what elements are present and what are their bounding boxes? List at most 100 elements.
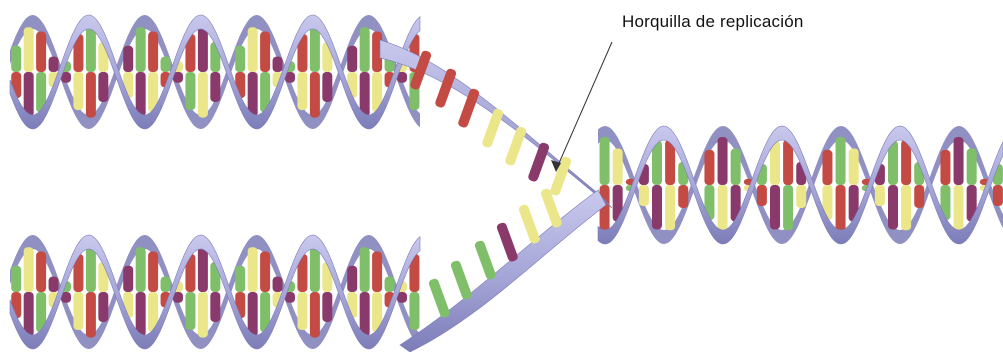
- base-pair-top: [148, 32, 158, 72]
- base-pair-bottom: [297, 292, 307, 330]
- base-pair-top: [136, 247, 146, 292]
- free-nucleotide: [481, 108, 504, 149]
- base-pair-bottom: [757, 185, 767, 206]
- base-pair-bottom: [836, 185, 846, 233]
- base-pair-top: [123, 46, 133, 72]
- base-pair-top: [372, 252, 382, 292]
- base-pair-bottom: [98, 292, 108, 322]
- free-nucleotide: [504, 126, 527, 167]
- base-pair-bottom: [409, 292, 419, 330]
- base-pair-top: [967, 148, 977, 185]
- base-pair-top: [198, 246, 208, 292]
- base-pair-top: [136, 27, 146, 72]
- unwound-strand-bottom: [400, 190, 606, 352]
- base-pair-bottom: [875, 185, 885, 206]
- unreplicated-helix: [598, 126, 1003, 244]
- base-pair-top: [822, 150, 832, 185]
- replication-fork-label: Horquilla de replicación: [622, 12, 804, 32]
- base-pair-bottom: [322, 72, 332, 102]
- parent-helix-bottom-strand: [10, 235, 420, 349]
- base-pair-top: [310, 26, 320, 72]
- base-pair-bottom: [248, 292, 258, 337]
- base-pair-top: [123, 266, 133, 292]
- base-pair-top: [11, 46, 21, 72]
- base-pair-bottom: [210, 72, 220, 102]
- base-pair-bottom: [322, 292, 332, 322]
- base-pair-bottom: [136, 292, 146, 337]
- base-pair-top: [347, 46, 357, 72]
- base-pair-top: [161, 277, 171, 292]
- base-pair-bottom: [136, 72, 146, 117]
- base-pair-top: [310, 246, 320, 292]
- base-pair-bottom: [248, 72, 258, 117]
- free-nucleotide: [428, 278, 451, 319]
- base-pair-top: [731, 148, 741, 185]
- base-pair-top: [260, 252, 270, 292]
- base-pair-bottom: [954, 185, 964, 233]
- base-pair-top: [49, 277, 59, 292]
- free-nucleotide: [518, 204, 541, 245]
- base-pair-top: [36, 32, 46, 72]
- base-pair-top: [248, 27, 258, 72]
- base-pair-top: [86, 26, 96, 72]
- free-nucleotide: [474, 240, 497, 281]
- base-pair-bottom: [796, 185, 806, 208]
- base-pair-bottom: [770, 185, 780, 229]
- free-nucleotide: [457, 88, 480, 129]
- base-pair-bottom: [210, 292, 220, 322]
- base-pair-bottom: [73, 72, 83, 110]
- base-pair-bottom: [360, 292, 370, 337]
- base-pair-top: [49, 57, 59, 72]
- base-pair-bottom: [185, 72, 195, 110]
- base-pair-top: [11, 266, 21, 292]
- base-pair-bottom: [639, 185, 649, 206]
- base-pair-bottom: [24, 292, 34, 337]
- base-pair-bottom: [73, 292, 83, 330]
- parent-helix-top-strand: [10, 15, 420, 129]
- base-pair-top: [385, 277, 395, 292]
- base-pair-bottom: [86, 292, 96, 338]
- base-pair-bottom: [297, 72, 307, 110]
- base-pair-bottom: [310, 72, 320, 118]
- free-nucleotide: [496, 222, 519, 263]
- base-pair-top: [161, 57, 171, 72]
- base-pair-top: [198, 26, 208, 72]
- base-pair-top: [24, 27, 34, 72]
- base-pair-top: [235, 46, 245, 72]
- base-pair-bottom: [24, 72, 34, 117]
- base-pair-top: [273, 277, 283, 292]
- base-pair-bottom: [310, 292, 320, 338]
- base-pair-top: [86, 246, 96, 292]
- base-pair-top: [24, 247, 34, 292]
- base-pair-bottom: [718, 185, 728, 233]
- base-pair-top: [613, 148, 623, 185]
- base-pair-top: [849, 148, 859, 185]
- base-pair-top: [273, 57, 283, 72]
- base-pair-bottom: [993, 185, 1003, 206]
- base-pair-bottom: [198, 72, 208, 118]
- base-pair-bottom: [678, 185, 688, 208]
- base-pair-top: [600, 137, 610, 185]
- base-pair-bottom: [198, 292, 208, 338]
- base-pair-bottom: [652, 185, 662, 229]
- base-pair-bottom: [783, 185, 793, 230]
- base-pair-top: [704, 150, 714, 185]
- free-nucleotide: [527, 142, 550, 183]
- base-pair-bottom: [98, 72, 108, 102]
- base-pair-bottom: [888, 185, 898, 229]
- base-pair-top: [148, 252, 158, 292]
- base-pair-top: [248, 247, 258, 292]
- base-pair-bottom: [360, 72, 370, 117]
- base-pair-bottom: [185, 292, 195, 330]
- base-pair-top: [940, 150, 950, 185]
- free-nucleotide: [450, 260, 473, 301]
- base-pair-top: [360, 247, 370, 292]
- base-pair-top: [954, 137, 964, 185]
- base-pair-top: [260, 32, 270, 72]
- base-pair-top: [360, 27, 370, 72]
- base-pair-top: [836, 137, 846, 185]
- base-pair-bottom: [914, 185, 924, 208]
- base-pair-top: [718, 137, 728, 185]
- base-pair-top: [36, 252, 46, 292]
